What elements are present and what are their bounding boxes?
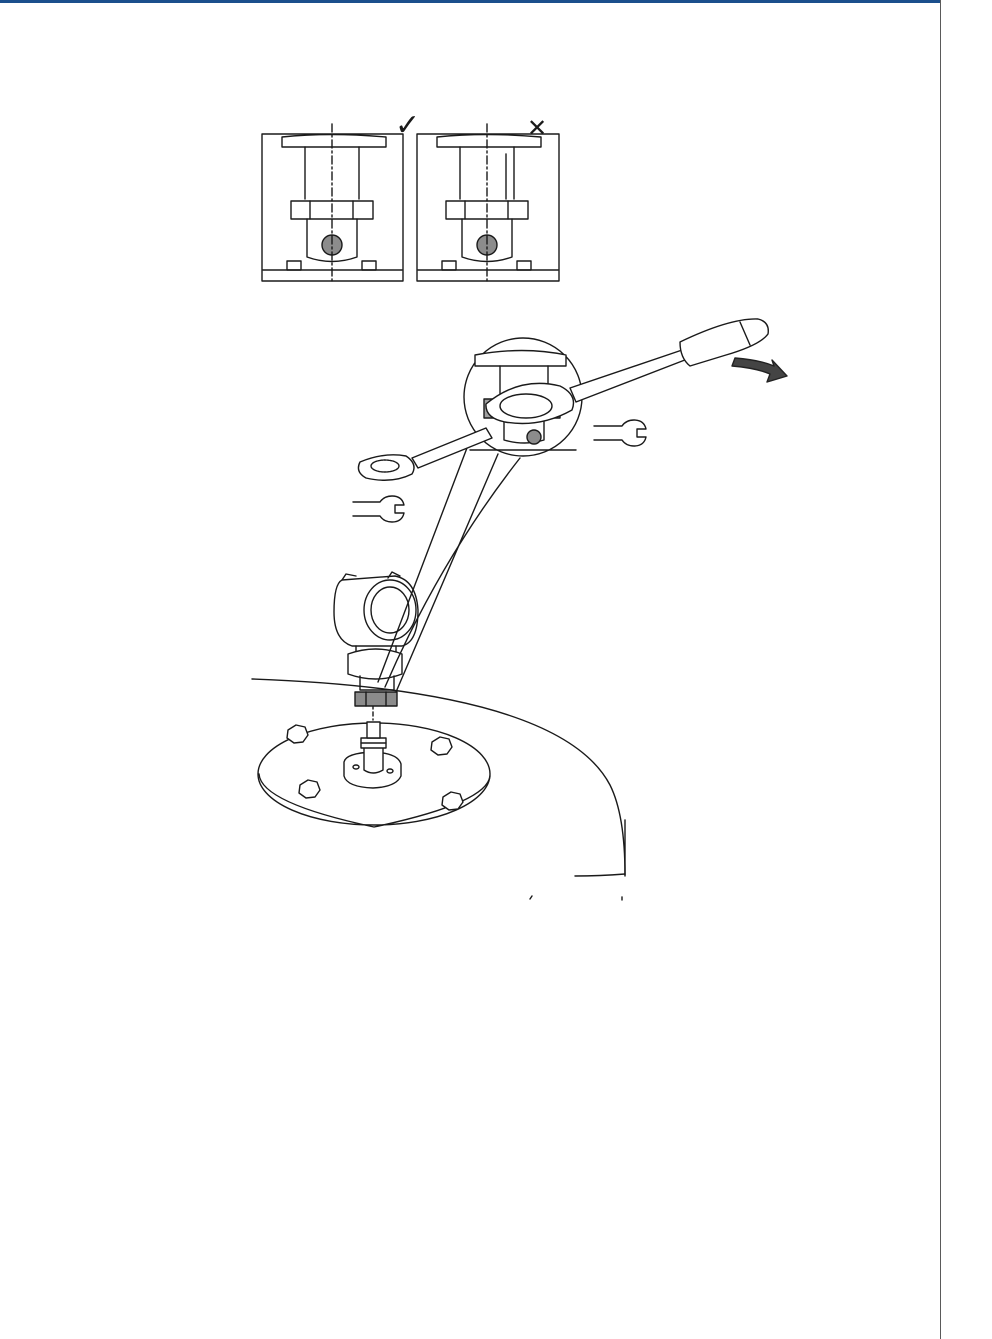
flange-plate: [258, 705, 490, 827]
panel-correct-alignment: ✓: [262, 108, 420, 281]
ring-wrench: [358, 428, 492, 480]
rotation-arrow-icon: [732, 358, 787, 382]
incorrect-cross-icon: ✕: [527, 114, 547, 142]
radar-transmitter: [334, 572, 418, 706]
open-end-wrench-icon-left: [353, 496, 404, 522]
open-end-wrench-icon-right: [594, 420, 646, 446]
panel-incorrect-alignment: ✕: [417, 114, 559, 281]
